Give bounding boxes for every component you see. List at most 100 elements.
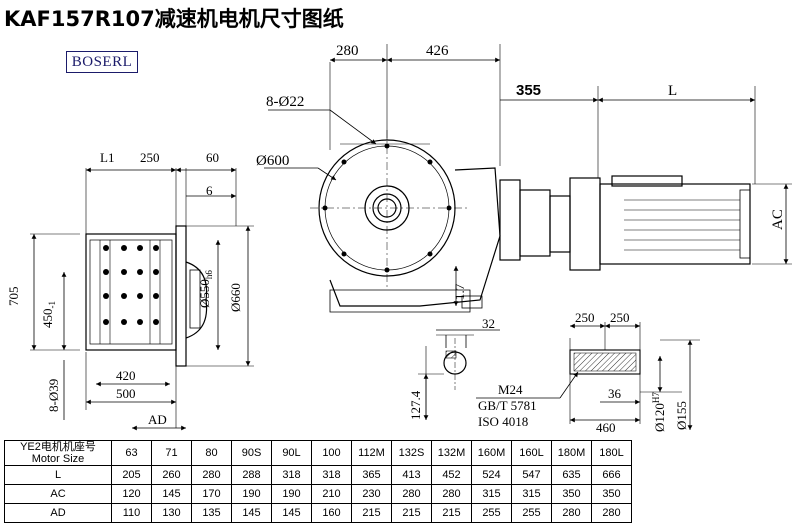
- dim-550: Ø550h6: [197, 270, 214, 308]
- header-cn: YE2电机机座号: [20, 441, 96, 453]
- size-cell: 90S: [231, 440, 272, 466]
- row-label: AD: [4, 503, 112, 523]
- table-row-AD: AD 110 130 135 145 145 160 215 215 215 2…: [4, 503, 632, 523]
- table-cell: 215: [431, 503, 472, 523]
- dim-6: 6: [206, 183, 213, 198]
- table-cell: 255: [511, 503, 552, 523]
- side-view-dimensions: [31, 167, 251, 431]
- table-cell: 524: [471, 465, 512, 485]
- table-header-cell: YE2电机机座号 Motor Size: [4, 440, 112, 466]
- table-cell: 280: [591, 503, 632, 523]
- size-cell: 80: [191, 440, 232, 466]
- size-cell: 160M: [471, 440, 512, 466]
- table-cell: 260: [151, 465, 192, 485]
- table-cell: 145: [151, 484, 192, 504]
- dim-L1: L1: [100, 150, 114, 165]
- drawing-title: KAF157R107减速机电机尺寸图纸: [4, 7, 344, 31]
- gearbox-front-view: [310, 130, 751, 390]
- dim-AC: AC: [770, 209, 786, 230]
- dim-pcd-600: Ø600: [256, 153, 289, 169]
- dim-450: 450-1: [40, 301, 57, 328]
- header-en: Motor Size: [31, 453, 85, 465]
- dim-AD: AD: [148, 412, 167, 427]
- dim-250-side: 250: [140, 150, 160, 165]
- table-cell: 215: [351, 503, 392, 523]
- bolt-spec-m24: M24: [498, 382, 523, 397]
- table-cell: 120: [111, 484, 152, 504]
- dim-32: 32: [482, 316, 495, 331]
- dim-426: 426: [426, 43, 449, 59]
- front-view-dimensions: [264, 44, 792, 420]
- size-cell: 180M: [551, 440, 592, 466]
- dim-355: 355: [516, 82, 541, 99]
- bolt-standard-gb: GB/T 5781: [478, 398, 537, 413]
- table-cell: 210: [311, 484, 352, 504]
- dim-660: Ø660: [228, 283, 243, 312]
- table-cell: 145: [271, 503, 312, 523]
- dim-500: 500: [116, 386, 136, 401]
- table-cell: 215: [391, 503, 432, 523]
- table-cell: 547: [511, 465, 552, 485]
- size-cell: 112M: [351, 440, 392, 466]
- bolt-standard-iso: ISO 4018: [478, 414, 528, 429]
- dim-127-4: 127.4: [408, 390, 423, 420]
- table-cell: 365: [351, 465, 392, 485]
- dim-60: 60: [206, 150, 219, 165]
- table-cell: 190: [271, 484, 312, 504]
- dim-bolt-holes: 8-Ø22: [266, 94, 304, 110]
- dim-460: 460: [596, 420, 616, 435]
- table-cell: 145: [231, 503, 272, 523]
- table-row-L: L 205 260 280 288 318 318 365 413 452 52…: [4, 465, 632, 485]
- table-cell: 230: [351, 484, 392, 504]
- table-cell: 280: [191, 465, 232, 485]
- table-cell: 135: [191, 503, 232, 523]
- table-cell: 666: [591, 465, 632, 485]
- dim-280: 280: [336, 43, 359, 59]
- dim-bore-120-tolerance: H7: [651, 392, 661, 403]
- table-cell: 190: [231, 484, 272, 504]
- table-cell: 413: [391, 465, 432, 485]
- table-cell: 350: [591, 484, 632, 504]
- table-cell: 110: [111, 503, 152, 523]
- size-cell: 160L: [511, 440, 552, 466]
- size-cell: 132M: [431, 440, 472, 466]
- table-cell: 130: [151, 503, 192, 523]
- brand-logo: BOSERL: [66, 51, 138, 73]
- table-cell: 255: [471, 503, 512, 523]
- table-cell: 350: [551, 484, 592, 504]
- size-cell: 100: [311, 440, 352, 466]
- table-cell: 288: [231, 465, 272, 485]
- table-cell: 315: [511, 484, 552, 504]
- size-cell: 63: [111, 440, 152, 466]
- row-label: AC: [4, 484, 112, 504]
- table-cell: 318: [311, 465, 352, 485]
- dim-550-tolerance: h6: [204, 270, 214, 280]
- dim-bore-120: Ø120H7: [651, 392, 667, 432]
- size-cell: 71: [151, 440, 192, 466]
- dim-420: 420: [116, 368, 136, 383]
- dim-1-7: 1.7: [452, 283, 467, 300]
- table-row-AC: AC 120 145 170 190 190 210 230 280 280 3…: [4, 484, 632, 504]
- technical-drawing: L1 250 60 6 705 450-1 Ø550h6 Ø660 420 50…: [6, 43, 792, 435]
- shaft-detail: [569, 322, 700, 424]
- row-label: L: [4, 465, 112, 485]
- size-cell: 90L: [271, 440, 312, 466]
- table-cell: 635: [551, 465, 592, 485]
- size-cell: 132S: [391, 440, 432, 466]
- dim-36: 36: [608, 386, 622, 401]
- motor-size-table: YE2电机机座号 Motor Size 63 71 80 90S 90L 100…: [4, 440, 632, 523]
- table-cell: 452: [431, 465, 472, 485]
- dim-shaft-250b: 250: [610, 310, 630, 325]
- table-header-row: YE2电机机座号 Motor Size 63 71 80 90S 90L 100…: [4, 440, 632, 466]
- table-cell: 315: [471, 484, 512, 504]
- table-cell: 318: [271, 465, 312, 485]
- table-cell: 160: [311, 503, 352, 523]
- dim-foot-holes: 8-Ø39: [46, 379, 61, 412]
- dim-450-tolerance: -1: [47, 301, 57, 309]
- dim-bore-155: Ø155: [674, 401, 689, 430]
- dim-shaft-250a: 250: [575, 310, 595, 325]
- shaft-detail-dimensions: [476, 323, 693, 430]
- dim-705: 705: [6, 287, 21, 307]
- table-cell: 205: [111, 465, 152, 485]
- table-cell: 280: [391, 484, 432, 504]
